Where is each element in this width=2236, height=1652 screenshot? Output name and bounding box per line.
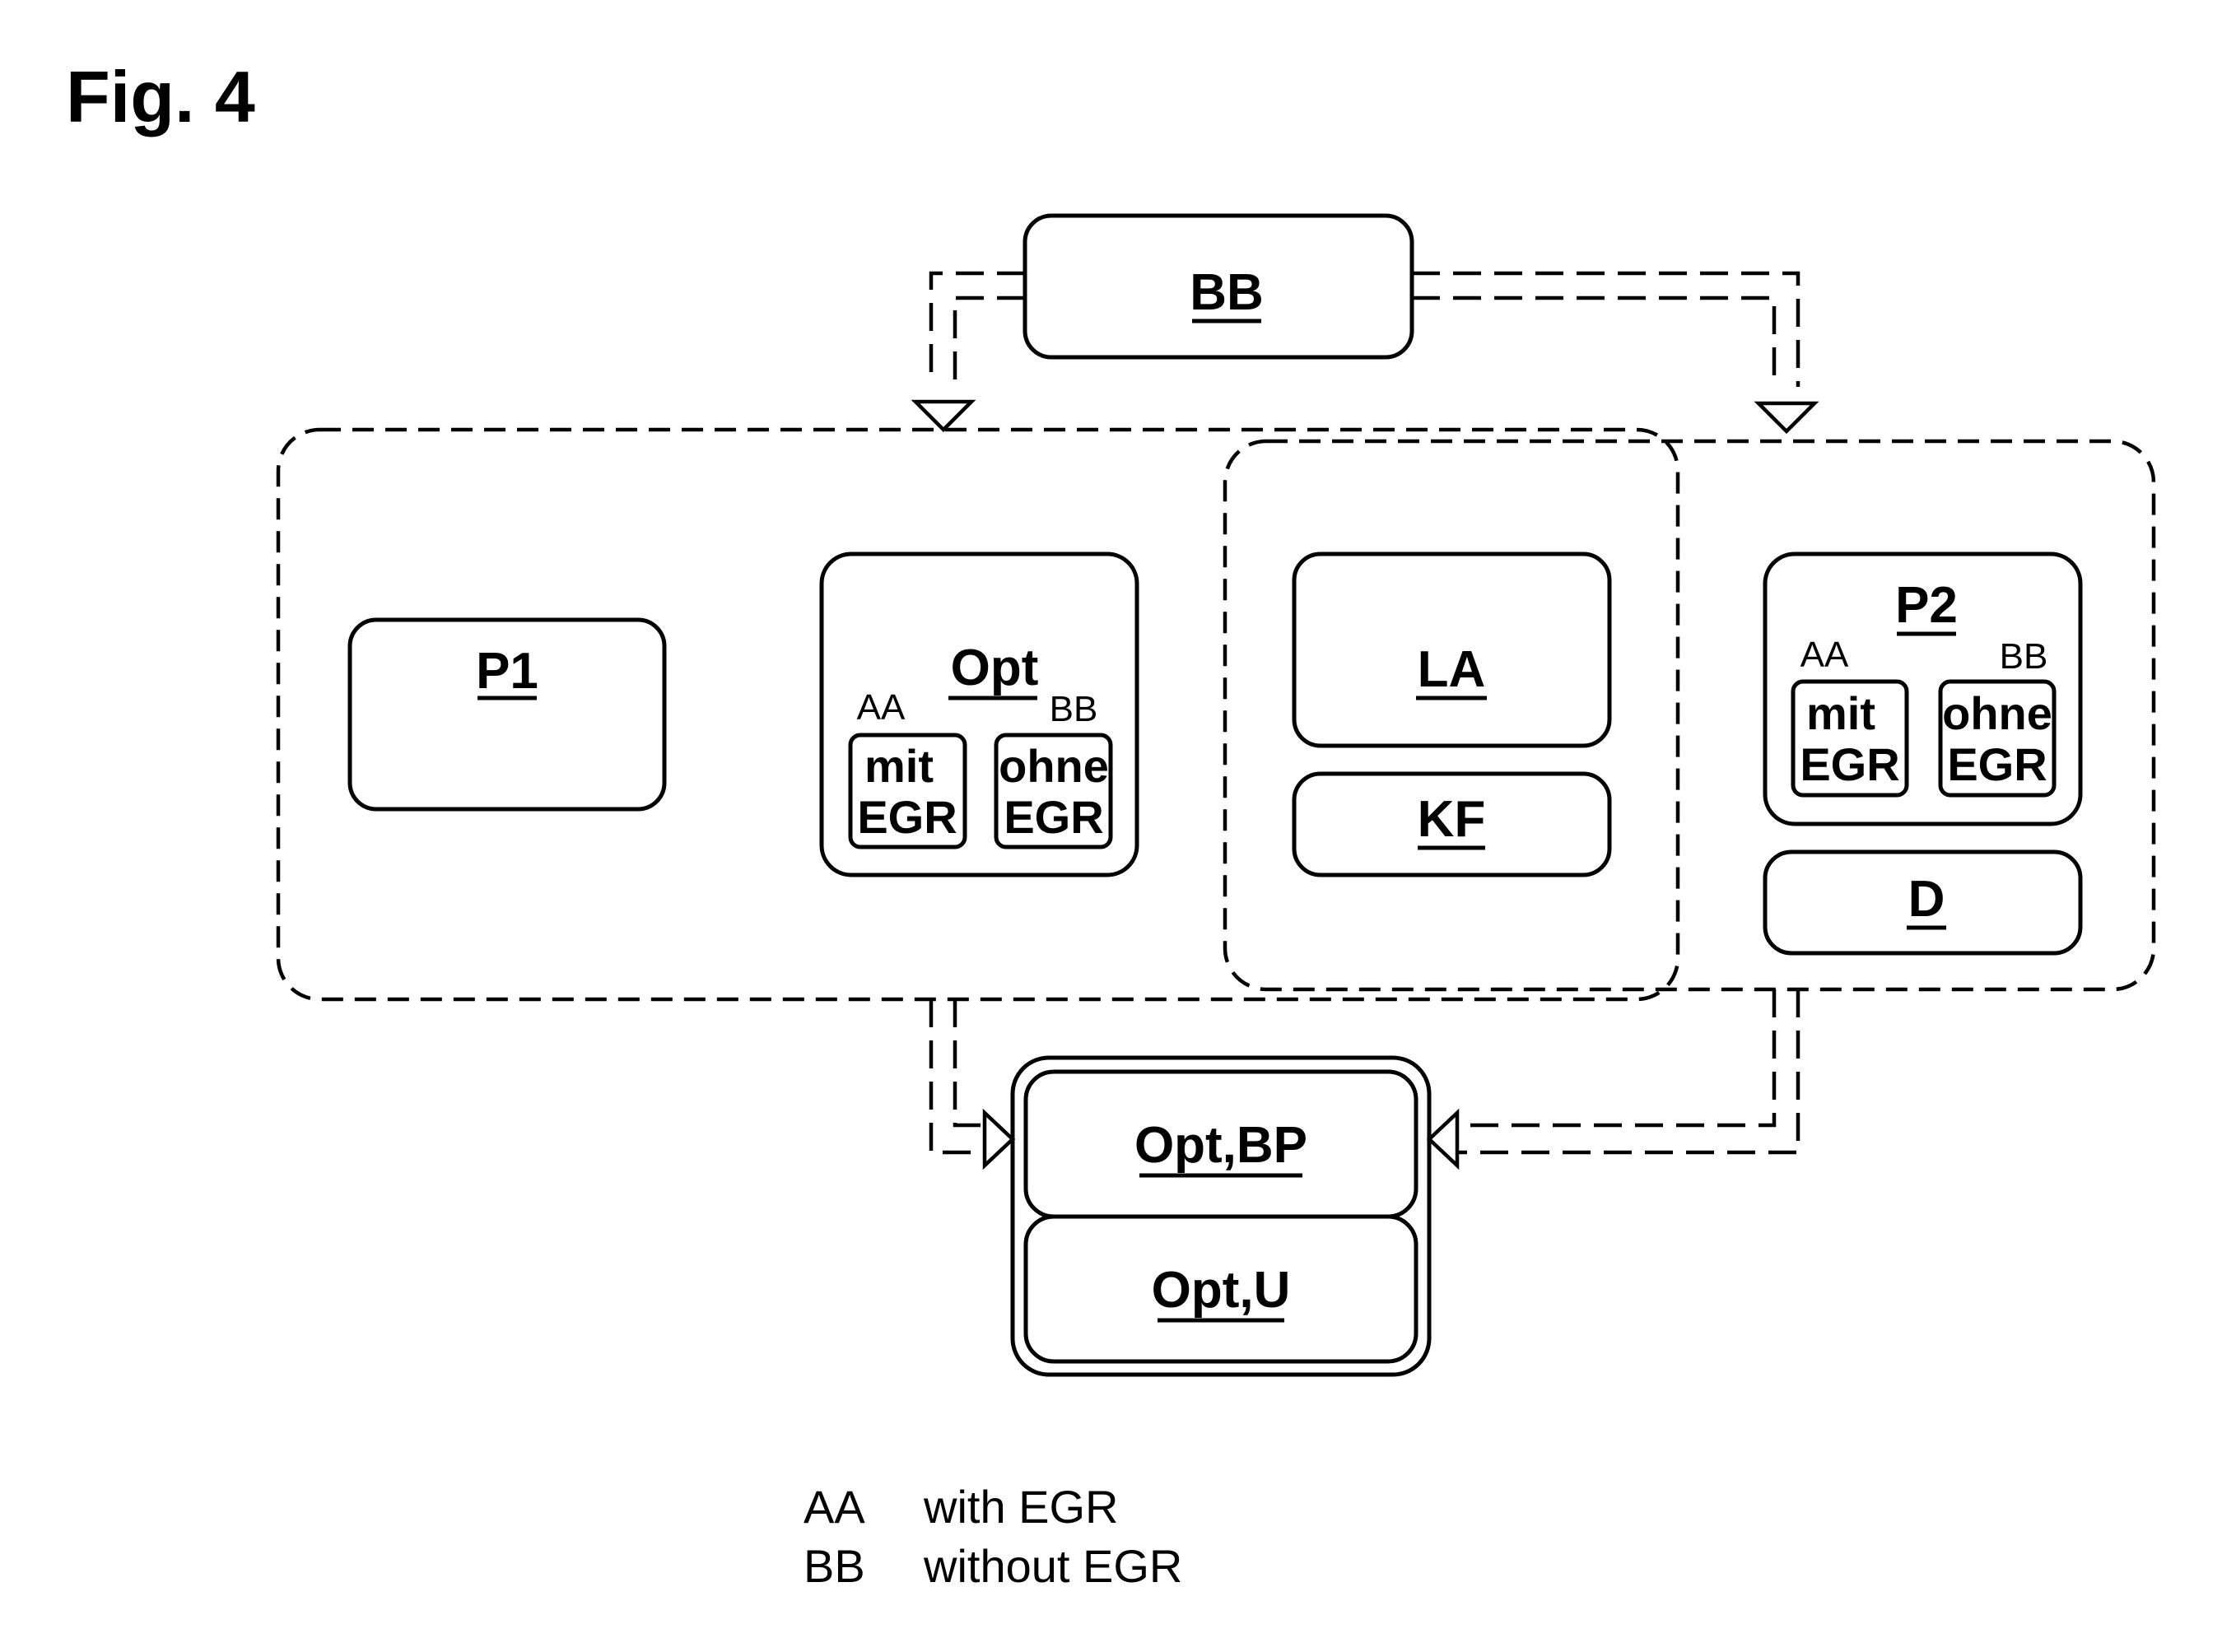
opt-title: Opt — [951, 640, 1039, 696]
legend-item: BB without EGR — [804, 1540, 1182, 1592]
kf-box: KF — [1292, 771, 1612, 877]
d-box: D — [1763, 849, 2083, 956]
p2-mit-line1: mit — [1806, 687, 1875, 739]
opt-ohne-line1: ohne — [999, 740, 1109, 792]
la-box: LA — [1292, 551, 1612, 748]
opt-box: Opt AA BB mit EGR ohne EGR — [819, 551, 1139, 877]
legend-text: with EGR — [923, 1481, 1119, 1533]
bb-box: BB — [1023, 213, 1414, 360]
opt-bp-label: Opt,BP — [1134, 1117, 1307, 1174]
p2-mit-line2: EGR — [1800, 738, 1899, 790]
kf-label: KF — [1418, 791, 1486, 848]
opt-bb-tag: BB — [1050, 689, 1098, 729]
figure-title: Fig. 4 — [66, 56, 255, 137]
legend-item: AA with EGR — [804, 1481, 1119, 1533]
p2-mit-egr-box: mit EGR — [1791, 679, 1909, 798]
opt-ohne-line2: EGR — [1004, 791, 1103, 843]
opt-u-label: Opt,U — [1152, 1262, 1291, 1319]
opt-u-box: Opt,U — [1023, 1214, 1418, 1364]
p2-ohne-line1: ohne — [1942, 687, 2052, 739]
output-box: Opt,BP Opt,U — [1010, 1055, 1432, 1377]
d-label: D — [1908, 871, 1945, 928]
arrow-left-group-to-output — [929, 999, 1016, 1170]
opt-ohne-egr-box: ohne EGR — [994, 733, 1113, 849]
opt-bp-box: Opt,BP — [1023, 1069, 1418, 1219]
la-label: LA — [1418, 641, 1486, 698]
left-dashed-group — [276, 427, 1680, 1002]
opt-mit-line1: mit — [864, 740, 934, 792]
legend-code: BB — [804, 1540, 865, 1592]
p2-ohne-line2: EGR — [1947, 738, 2047, 790]
legend-code: AA — [804, 1481, 865, 1533]
p2-aa-tag: AA — [1800, 635, 1849, 675]
legend-text: without EGR — [923, 1540, 1182, 1592]
p2-bb-tag: BB — [2000, 636, 2048, 677]
p1-box: P1 — [347, 617, 667, 812]
opt-mit-line2: EGR — [857, 791, 957, 843]
arrow-bb-to-right-group — [1412, 271, 1819, 435]
opt-aa-tag: AA — [857, 687, 906, 728]
right-dashed-group — [1223, 439, 2156, 992]
opt-mit-egr-box: mit EGR — [848, 733, 967, 849]
legend: AA with EGR BB without EGR — [804, 1481, 1182, 1592]
arrow-bb-to-left-group — [911, 271, 1025, 433]
p1-label: P1 — [476, 643, 538, 700]
arrow-right-group-to-output — [1426, 989, 1800, 1170]
bb-label: BB — [1190, 264, 1264, 321]
output-outer-border — [1010, 1055, 1432, 1377]
p2-ohne-egr-box: ohne EGR — [1938, 679, 2057, 798]
p2-box: P2 AA BB mit EGR ohne EGR — [1763, 551, 2083, 826]
p2-title: P2 — [1895, 577, 1958, 634]
